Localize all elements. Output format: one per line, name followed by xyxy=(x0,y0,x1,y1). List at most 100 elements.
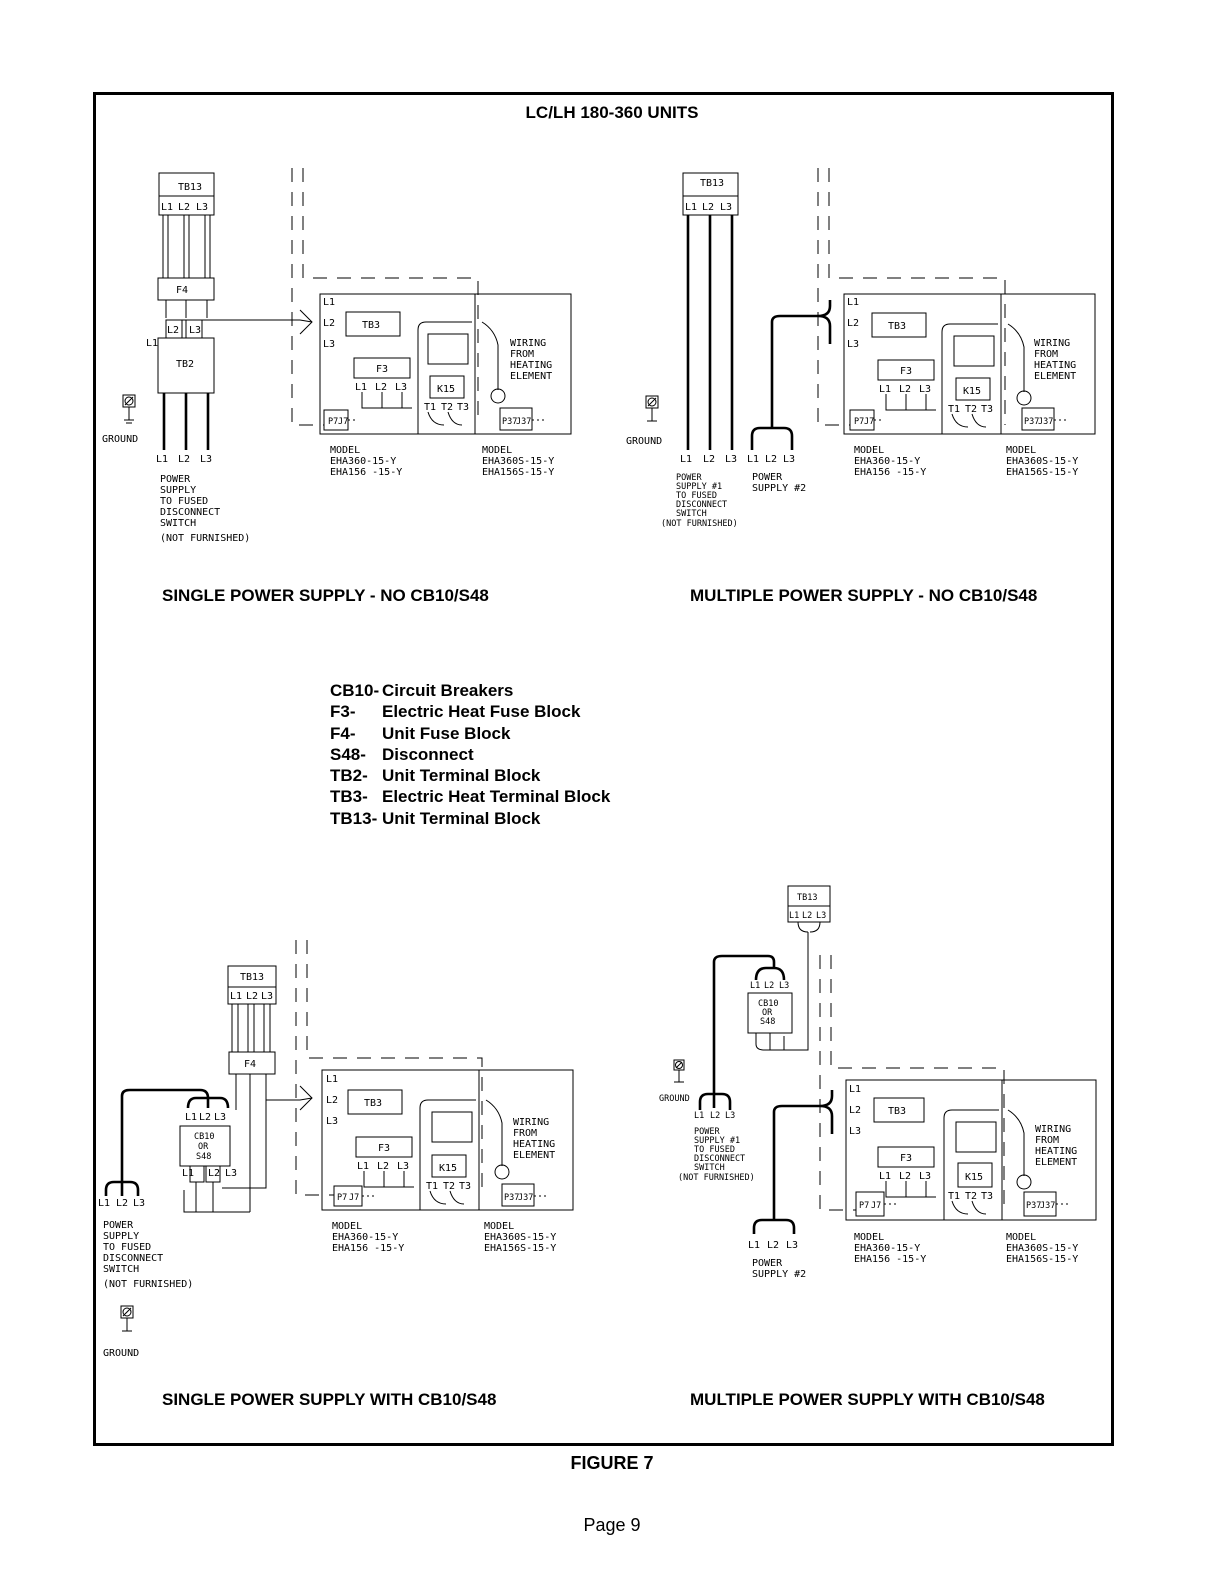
panel-single-with: TB13 L1 L2 L3 F4 L1 L2 L3 CB10 OR S48 L1… xyxy=(98,940,574,1359)
svg-text:SUPPLY #2: SUPPLY #2 xyxy=(752,483,806,494)
svg-text:TB3: TB3 xyxy=(888,1106,906,1117)
svg-text:MODEL: MODEL xyxy=(330,445,360,456)
svg-text:T3: T3 xyxy=(459,1181,471,1192)
svg-text:L1: L1 xyxy=(98,1198,110,1209)
contactor-coil xyxy=(955,1121,997,1153)
svg-text:DISCONNECT: DISCONNECT xyxy=(160,507,220,518)
tb3-block xyxy=(345,311,401,337)
svg-text:GROUND: GROUND xyxy=(659,1094,690,1104)
svg-text:POWER: POWER xyxy=(103,1220,134,1231)
f3-block xyxy=(355,1136,413,1158)
svg-text:L3: L3 xyxy=(783,454,795,465)
svg-text:P37: P37 xyxy=(1024,417,1039,427)
svg-text:TO FUSED: TO FUSED xyxy=(103,1242,151,1253)
tb3-block xyxy=(873,1097,925,1123)
figure-label: FIGURE 7 xyxy=(570,1453,654,1473)
panel-single-no: TB13 L1 L2 L3 F4 L1 L2 L3 TB2 L1 L2 L3 P… xyxy=(102,168,572,544)
panel-multi-no: TB13 L1 L2 L3 L1 L2 L3 POWER SUPPLY #1 T… xyxy=(626,168,1096,529)
svg-text:L2: L2 xyxy=(802,911,812,921)
svg-text:L1: L1 xyxy=(161,202,173,213)
legend-row: TB13-Unit Terminal Block xyxy=(330,808,541,828)
svg-text:TB3: TB3 xyxy=(364,1098,382,1109)
svg-text:T2: T2 xyxy=(965,1191,977,1202)
tb13-block xyxy=(787,885,831,923)
svg-text:FROM: FROM xyxy=(513,1128,537,1139)
svg-text:L2: L2 xyxy=(767,1240,779,1251)
tb3-block xyxy=(871,312,927,338)
legend-row: TB2-Unit Terminal Block xyxy=(330,766,541,786)
svg-text:L3: L3 xyxy=(326,1116,338,1127)
tb13-block xyxy=(682,172,739,216)
svg-text:K15: K15 xyxy=(963,386,981,397)
svg-text:EHA156 -15-Y: EHA156 -15-Y xyxy=(332,1243,404,1254)
svg-text:L2: L2 xyxy=(849,1105,861,1116)
k15-block xyxy=(955,377,991,401)
tb13-label: TB13 xyxy=(178,182,202,193)
svg-text:P7: P7 xyxy=(337,1193,347,1203)
contactor-coil xyxy=(427,333,469,365)
ground-icon xyxy=(120,1305,134,1332)
svg-text:L2: L2 xyxy=(764,981,774,991)
svg-text:L3: L3 xyxy=(225,1168,237,1179)
f3-block xyxy=(353,357,411,379)
svg-text:WIRING: WIRING xyxy=(510,338,546,349)
svg-text:SWITCH: SWITCH xyxy=(694,1163,725,1173)
svg-text:TO FUSED: TO FUSED xyxy=(676,491,717,501)
svg-text:TO FUSED: TO FUSED xyxy=(160,496,208,507)
caption-single-no: SINGLE POWER SUPPLY - NO CB10/S48 xyxy=(162,586,489,605)
legend-row: CB10-Circuit Breakers xyxy=(330,681,514,700)
svg-text:MODEL: MODEL xyxy=(482,445,512,456)
ground-icon xyxy=(122,394,136,424)
svg-text:L1: L1 xyxy=(355,382,367,393)
svg-text:L2: L2 xyxy=(326,1095,338,1106)
svg-text:L1: L1 xyxy=(750,981,760,991)
svg-text:POWER: POWER xyxy=(752,472,783,483)
tb13-block xyxy=(227,965,277,1005)
svg-text:EHA360-15-Y: EHA360-15-Y xyxy=(332,1232,398,1243)
svg-text:L3: L3 xyxy=(323,339,335,350)
svg-text:FROM: FROM xyxy=(1035,1135,1059,1146)
svg-text:L3: L3 xyxy=(214,1112,226,1123)
svg-text:L1: L1 xyxy=(879,1171,891,1182)
svg-text:F3: F3 xyxy=(378,1143,390,1154)
svg-text:L1: L1 xyxy=(326,1074,338,1085)
svg-text:ELEMENT: ELEMENT xyxy=(1034,371,1076,382)
svg-text:ELEMENT: ELEMENT xyxy=(1035,1157,1077,1168)
svg-text:K15: K15 xyxy=(437,384,455,395)
svg-text:FROM: FROM xyxy=(510,349,534,360)
caption-multi-no: MULTIPLE POWER SUPPLY - NO CB10/S48 xyxy=(690,586,1038,605)
svg-text:L3: L3 xyxy=(261,991,273,1002)
svg-text:L3: L3 xyxy=(919,384,931,395)
svg-text:SWITCH: SWITCH xyxy=(160,518,196,529)
svg-text:EHA156S-15-Y: EHA156S-15-Y xyxy=(1006,467,1078,478)
svg-text:L2: L2 xyxy=(899,1171,911,1182)
svg-text:L2: L2 xyxy=(323,318,335,329)
svg-text:L2: L2 xyxy=(377,1161,389,1172)
svg-text:EHA360-15-Y: EHA360-15-Y xyxy=(854,456,920,467)
svg-text:L3: L3 xyxy=(779,981,789,991)
svg-text:EHA360S-15-Y: EHA360S-15-Y xyxy=(1006,1243,1078,1254)
svg-text:TO FUSED: TO FUSED xyxy=(694,1145,735,1155)
svg-text:L2: L2 xyxy=(167,325,179,336)
svg-text:L3: L3 xyxy=(847,339,859,350)
svg-text:OR: OR xyxy=(198,1142,209,1152)
panel-multi-with: TB13 L1 L2 L3 L1 L2 L3 CB10 OR S48 L1 L2… xyxy=(659,885,1097,1280)
svg-text:L3: L3 xyxy=(395,382,407,393)
svg-text:P7: P7 xyxy=(328,417,338,427)
svg-text:POWER: POWER xyxy=(694,1127,720,1137)
svg-text:TB13: TB13 xyxy=(797,893,817,903)
svg-text:L2: L2 xyxy=(703,454,715,465)
svg-text:EHA156 -15-Y: EHA156 -15-Y xyxy=(854,467,926,478)
svg-text:POWER: POWER xyxy=(160,474,191,485)
svg-text:K15: K15 xyxy=(965,1172,983,1183)
svg-text:L3: L3 xyxy=(397,1161,409,1172)
svg-text:EHA360S-15-Y: EHA360S-15-Y xyxy=(1006,456,1078,467)
svg-text:T1: T1 xyxy=(948,1191,960,1202)
svg-text:MODEL: MODEL xyxy=(1006,445,1036,456)
svg-text:L2: L2 xyxy=(702,202,714,213)
svg-text:L2: L2 xyxy=(246,991,258,1002)
svg-text:T2: T2 xyxy=(441,402,453,413)
ground-icon xyxy=(645,395,659,422)
cb10-block xyxy=(179,1125,231,1167)
